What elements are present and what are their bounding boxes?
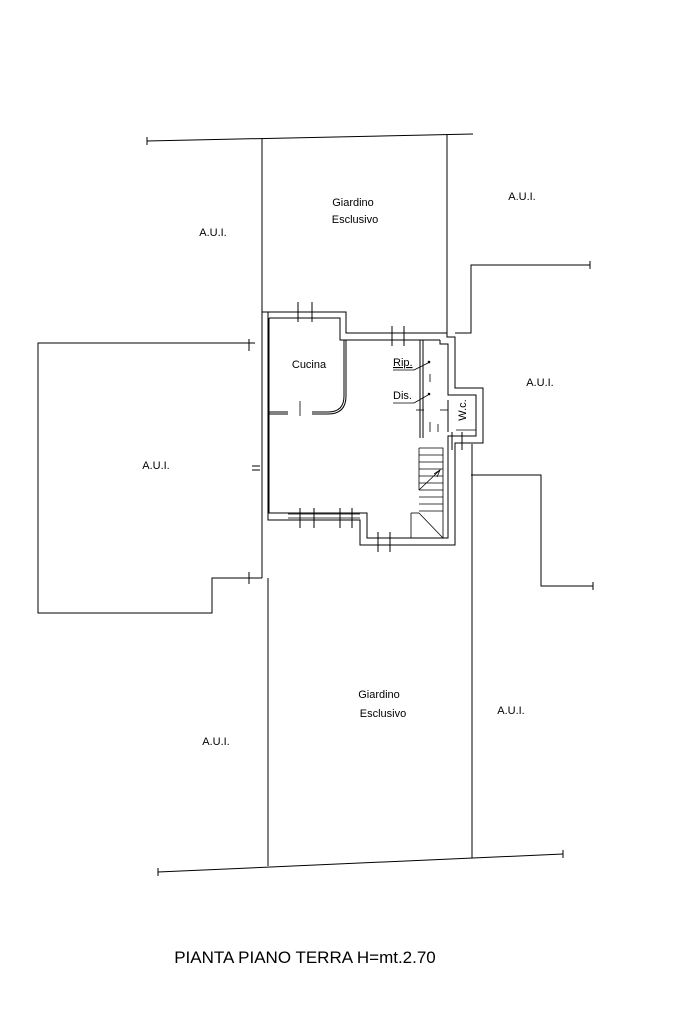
kitchen-label: Cucina [292,359,327,371]
property-boundaries [37,133,594,876]
aui-mid-right-label: A.U.I. [526,377,554,389]
garden-top-label-1: Giardino [332,197,374,209]
aui-bottom-left-label: A.U.I. [202,736,230,748]
room-labels: Giardino Esclusivo Cucina Rip. Dis. W.c.… [142,191,554,748]
plan-caption: PIANTA PIANO TERRA H=mt.2.70 [174,948,436,967]
storage-label: Rip. [393,357,413,369]
garden-top-label-2: Esclusivo [332,214,378,226]
aui-left-label: A.U.I. [142,460,170,472]
staircase [410,447,444,539]
hallway-label: Dis. [393,390,412,402]
garden-bottom-label-1: Giardino [358,689,400,701]
aui-top-right-label: A.U.I. [508,191,536,203]
window-marks [288,302,463,552]
building-walls [262,311,484,546]
aui-top-left-label: A.U.I. [199,227,227,239]
garden-bottom-label-2: Esclusivo [360,708,406,720]
aui-bottom-right-label: A.U.I. [497,705,525,717]
wc-label: W.c. [457,399,469,420]
